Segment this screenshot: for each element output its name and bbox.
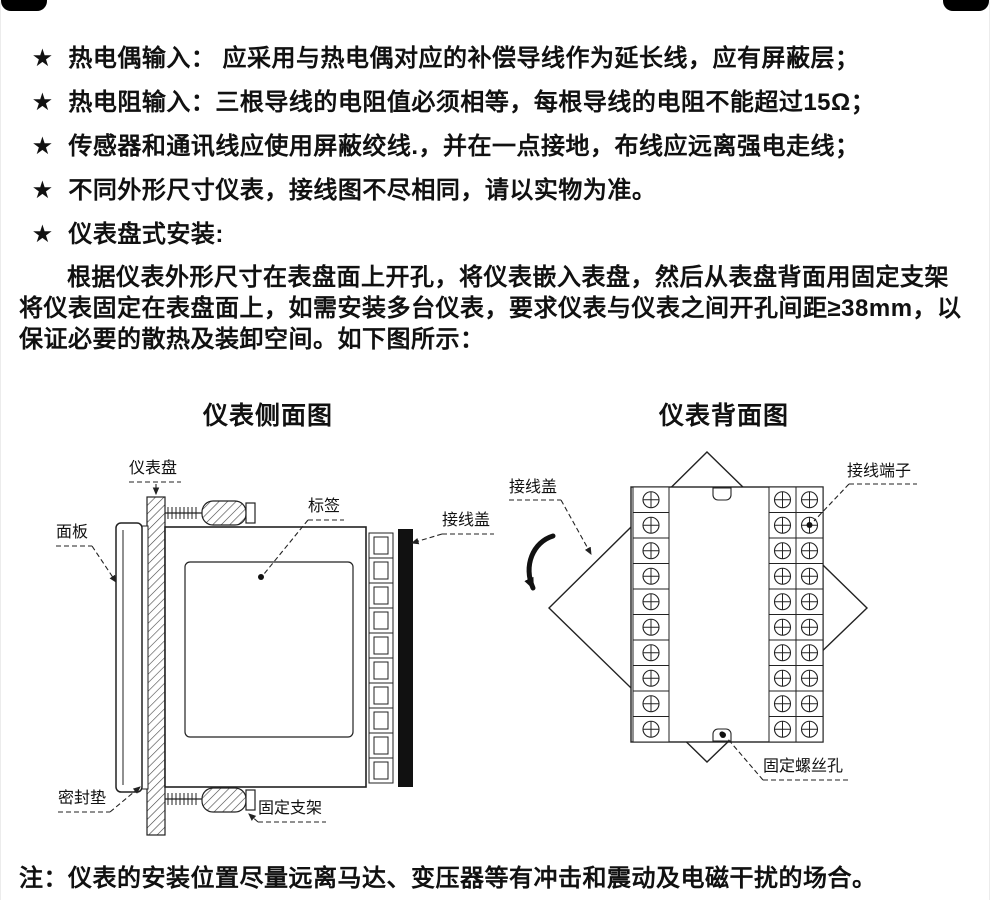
label-panel-board: 仪表盘 (129, 460, 178, 477)
back-view-title: 仪表背面图 (659, 403, 790, 430)
terminal-strip-right (769, 487, 823, 742)
bullet-item: ★ 仪表盘式安装: (33, 222, 971, 248)
instrument-body (164, 526, 367, 788)
bullet-list: ★ 热电偶输入： 应采用与热电偶对应的补偿导线作为延长线，应有屏蔽层； ★ 热电… (33, 46, 971, 266)
bullet-text: 不同外形尺寸仪表，接线图不尽相同，请以实物为准。 (68, 177, 657, 204)
top-fixing-bracket (165, 500, 256, 526)
gasket-shape (141, 525, 149, 790)
back-view-diagram (509, 451, 917, 781)
star-icon: ★ (33, 135, 53, 158)
star-icon: ★ (33, 91, 53, 114)
page-corner-mark-left (1, 0, 47, 11)
leader-lines (509, 483, 917, 781)
side-view-title: 仪表侧面图 (203, 403, 334, 430)
mounting-panel-wall (146, 496, 166, 836)
bullet-text: 热电偶输入： 应采用与热电偶对应的补偿导线作为延长线，应有屏蔽层； (68, 45, 860, 72)
label-bracket: 固定支架 (258, 800, 323, 817)
bullet-text: 热电阻输入：三根导线的电阻值必须相等，每根导线的电阻不能超过15Ω； (68, 89, 876, 116)
front-panel-bezel (115, 522, 143, 793)
label-terminal-cover: 接线盖 (442, 512, 491, 529)
bottom-note: 注：仪表的安装位置尽量远离马达、变压器等有冲击和震动及电磁干扰的场合。 (19, 865, 877, 892)
bullet-text: 仪表盘式安装: (68, 221, 224, 248)
terminal-strip-left (633, 487, 669, 742)
label-terminal-block: 接线端子 (847, 463, 912, 480)
leader-lines (56, 481, 494, 823)
star-icon: ★ (33, 47, 53, 70)
bullet-item: ★ 热电阻输入：三根导线的电阻值必须相等，每根导线的电阻不能超过15Ω； (33, 90, 971, 116)
label-terminal-cover-back: 接线盖 (509, 479, 558, 496)
bullet-item: ★ 热电偶输入： 应采用与热电偶对应的补偿导线作为延长线，应有屏蔽层； (33, 46, 971, 72)
rotation-arrow-icon (524, 533, 556, 591)
label-tag: 标签 (308, 498, 341, 515)
side-view-diagram (56, 481, 494, 836)
installation-paragraph: 根据仪表外形尺寸在表盘面上开孔，将仪表嵌入表盘，然后从表盘背面用固定支架将仪表固… (19, 264, 962, 353)
back-view-figure: 接线盖 接线端子 固定螺丝孔 (481, 438, 941, 808)
page-corner-mark-right (943, 0, 989, 11)
terminal-screw-column (368, 532, 394, 784)
terminal-cover-bar (398, 529, 413, 787)
bullet-item: ★ 不同外形尺寸仪表，接线图不尽相同，请以实物为准。 (33, 178, 971, 204)
side-view-figure: 仪表盘 面板 标签 接线盖 密封垫 固定支架 (36, 438, 506, 858)
label-gasket: 密封垫 (58, 790, 107, 807)
label-screw-hole: 固定螺丝孔 (763, 758, 844, 775)
bottom-fixing-bracket (165, 787, 256, 813)
bullet-text: 传感器和通讯线应使用屏蔽绞线.，并在一点接地，布线应远离强电走线； (68, 133, 860, 160)
label-front-panel: 面板 (56, 524, 89, 541)
star-icon: ★ (33, 223, 53, 246)
bullet-item: ★ 传感器和通讯线应使用屏蔽绞线.，并在一点接地，布线应远离强电走线； (33, 134, 971, 160)
star-icon: ★ (33, 179, 53, 202)
